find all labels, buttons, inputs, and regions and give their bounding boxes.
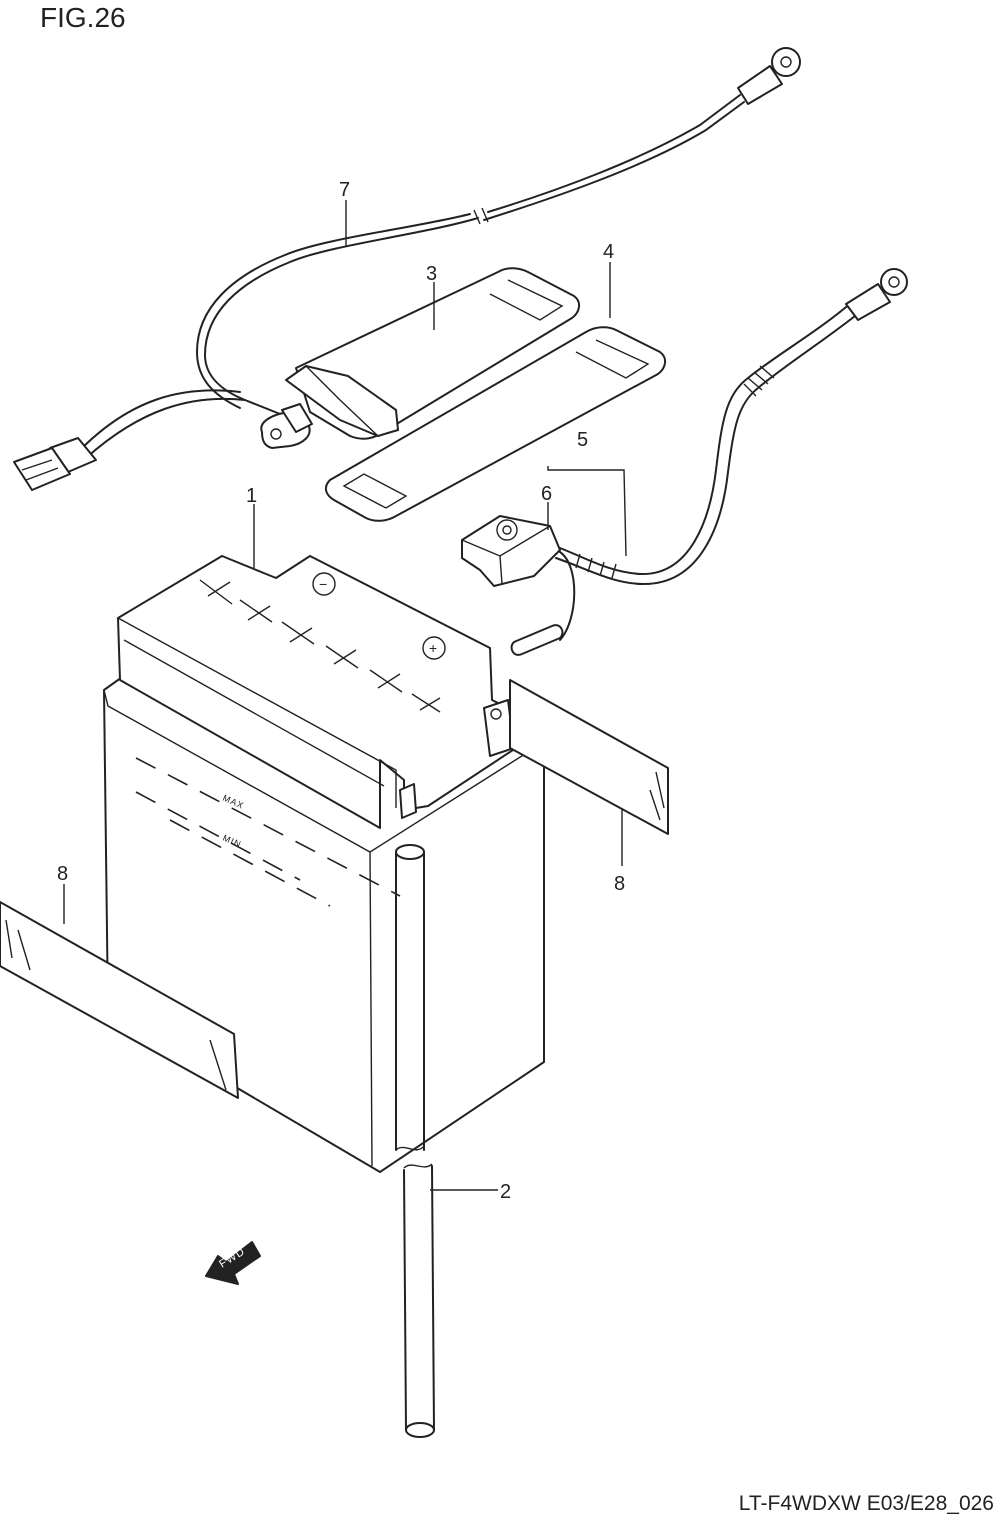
callout-1: 1: [246, 485, 257, 507]
minus-mark: −: [319, 576, 328, 592]
callout-3: 3: [426, 263, 437, 285]
callout-8-right: 8: [614, 873, 625, 895]
callout-8-left: 8: [57, 863, 68, 885]
cushion-8-left: [0, 901, 239, 1099]
breather-hose-2: [395, 844, 435, 1438]
figure-code: LT-F4WDXW E03/E28_026: [738, 1492, 994, 1515]
battery-cable-5: [510, 268, 908, 656]
plus-mark: +: [429, 640, 438, 656]
callout-7: 7: [339, 179, 350, 201]
forward-arrow-icon: FWD: [205, 1241, 261, 1285]
callout-4: 4: [603, 241, 614, 263]
battery-band-4: [324, 326, 666, 522]
battery-band-3: [285, 267, 580, 440]
callout-6: 6: [541, 483, 552, 505]
battery-1: − + MAX MIN: [103, 555, 545, 1173]
figure-title: FIG.26: [40, 2, 126, 33]
callout-2: 2: [500, 1181, 511, 1203]
terminal-cover-6: [461, 515, 561, 587]
cushion-8-right: [509, 679, 669, 835]
battery-cable-7: [13, 47, 801, 491]
leader-lines: [63, 200, 627, 1191]
callout-5: 5: [577, 429, 588, 451]
